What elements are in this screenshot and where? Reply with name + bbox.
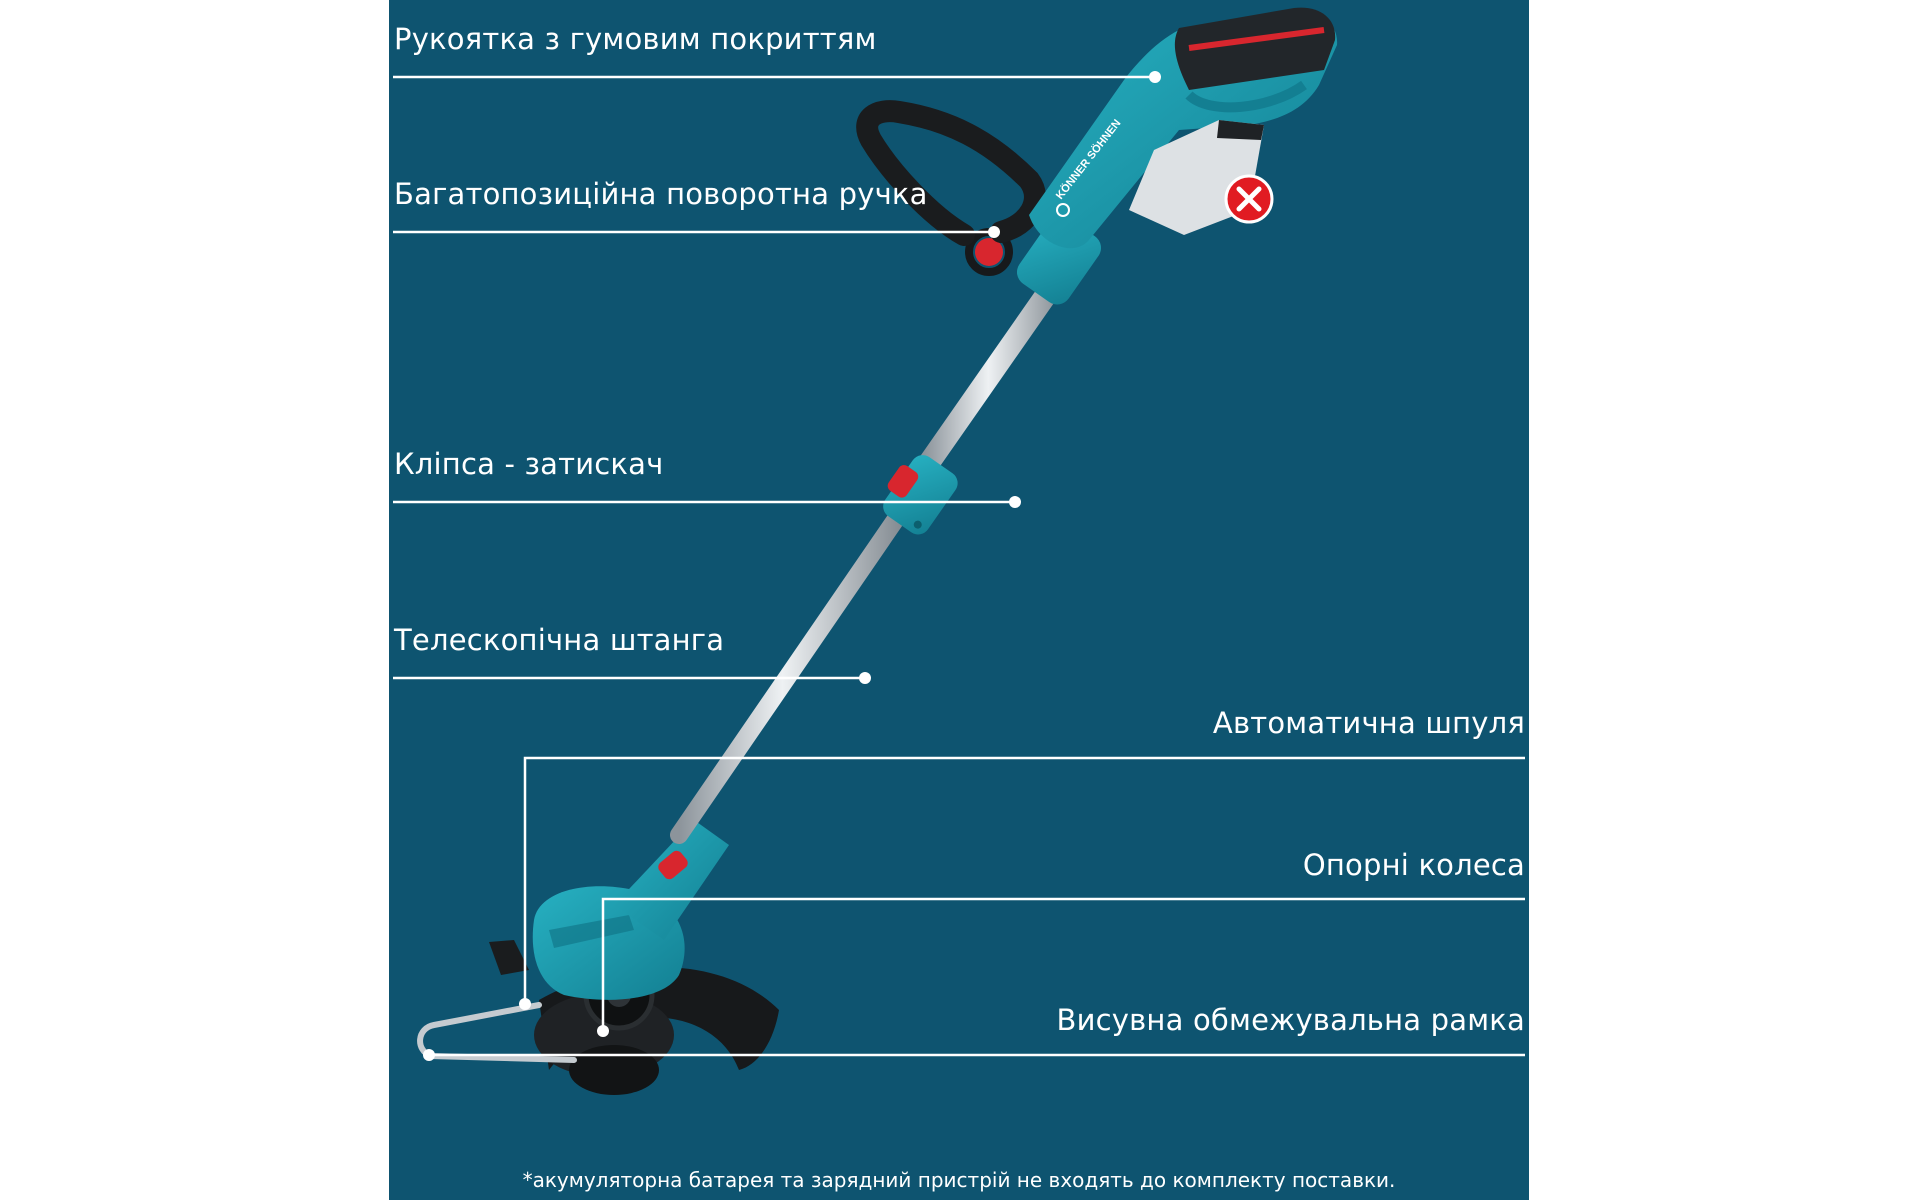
handle-loop xyxy=(1185,80,1307,113)
clamp-clip xyxy=(883,455,958,535)
dot-clamp-clip xyxy=(1009,496,1021,508)
label-clamp-clip: Кліпса - затискач xyxy=(394,447,664,481)
label-telescopic-shaft: Телескопічна штанга xyxy=(394,623,725,657)
leader-auto-spool xyxy=(523,756,1525,1004)
shaft-upper xyxy=(913,254,1078,481)
product-diagram-panel: KÖNNER SÖHNEN xyxy=(389,0,1529,1200)
brand-logo-icon xyxy=(1056,203,1070,217)
lower-red-button xyxy=(658,850,688,880)
leader-dots xyxy=(423,71,1161,1061)
label-auto-spool: Автоматична шпуля xyxy=(1212,706,1525,740)
label-rubber-handle: Рукоятка з гумовим покриттям xyxy=(394,22,877,56)
grass-trimmer-illustration: KÖNNER SÖHNEN xyxy=(393,7,1525,1095)
dot-edge-guard xyxy=(423,1049,435,1061)
dot-telescopic-shaft xyxy=(859,672,871,684)
footnote: *акумуляторна батарея та зарядний пристр… xyxy=(522,1168,1396,1192)
grip-red-stripe xyxy=(1188,27,1325,51)
leader-lines xyxy=(393,75,1525,1057)
front-bracket xyxy=(489,940,529,975)
label-rotary-handle: Багатопозиційна поворотна ручка xyxy=(394,177,928,211)
label-edge-guard: Висувна обмежувальна рамка xyxy=(1056,1003,1525,1037)
motor-vent xyxy=(549,915,634,948)
d-handle xyxy=(856,100,1046,246)
leader-support-wheels xyxy=(601,897,1525,1031)
dot-auto-spool xyxy=(519,998,531,1010)
dot-support-wheels xyxy=(597,1025,609,1037)
label-support-wheels: Опорні колеса xyxy=(1302,848,1525,882)
lower-housing xyxy=(614,820,729,940)
shaft-lower xyxy=(670,491,918,844)
rotary-red-knob xyxy=(975,238,1003,266)
dot-rubber-handle xyxy=(1149,71,1161,83)
spool-bottom xyxy=(569,1045,659,1095)
battery-top xyxy=(1217,120,1264,140)
red-cross-icon xyxy=(1224,174,1274,224)
rubber-grip xyxy=(1174,7,1336,90)
dot-rotary-handle xyxy=(988,226,1000,238)
